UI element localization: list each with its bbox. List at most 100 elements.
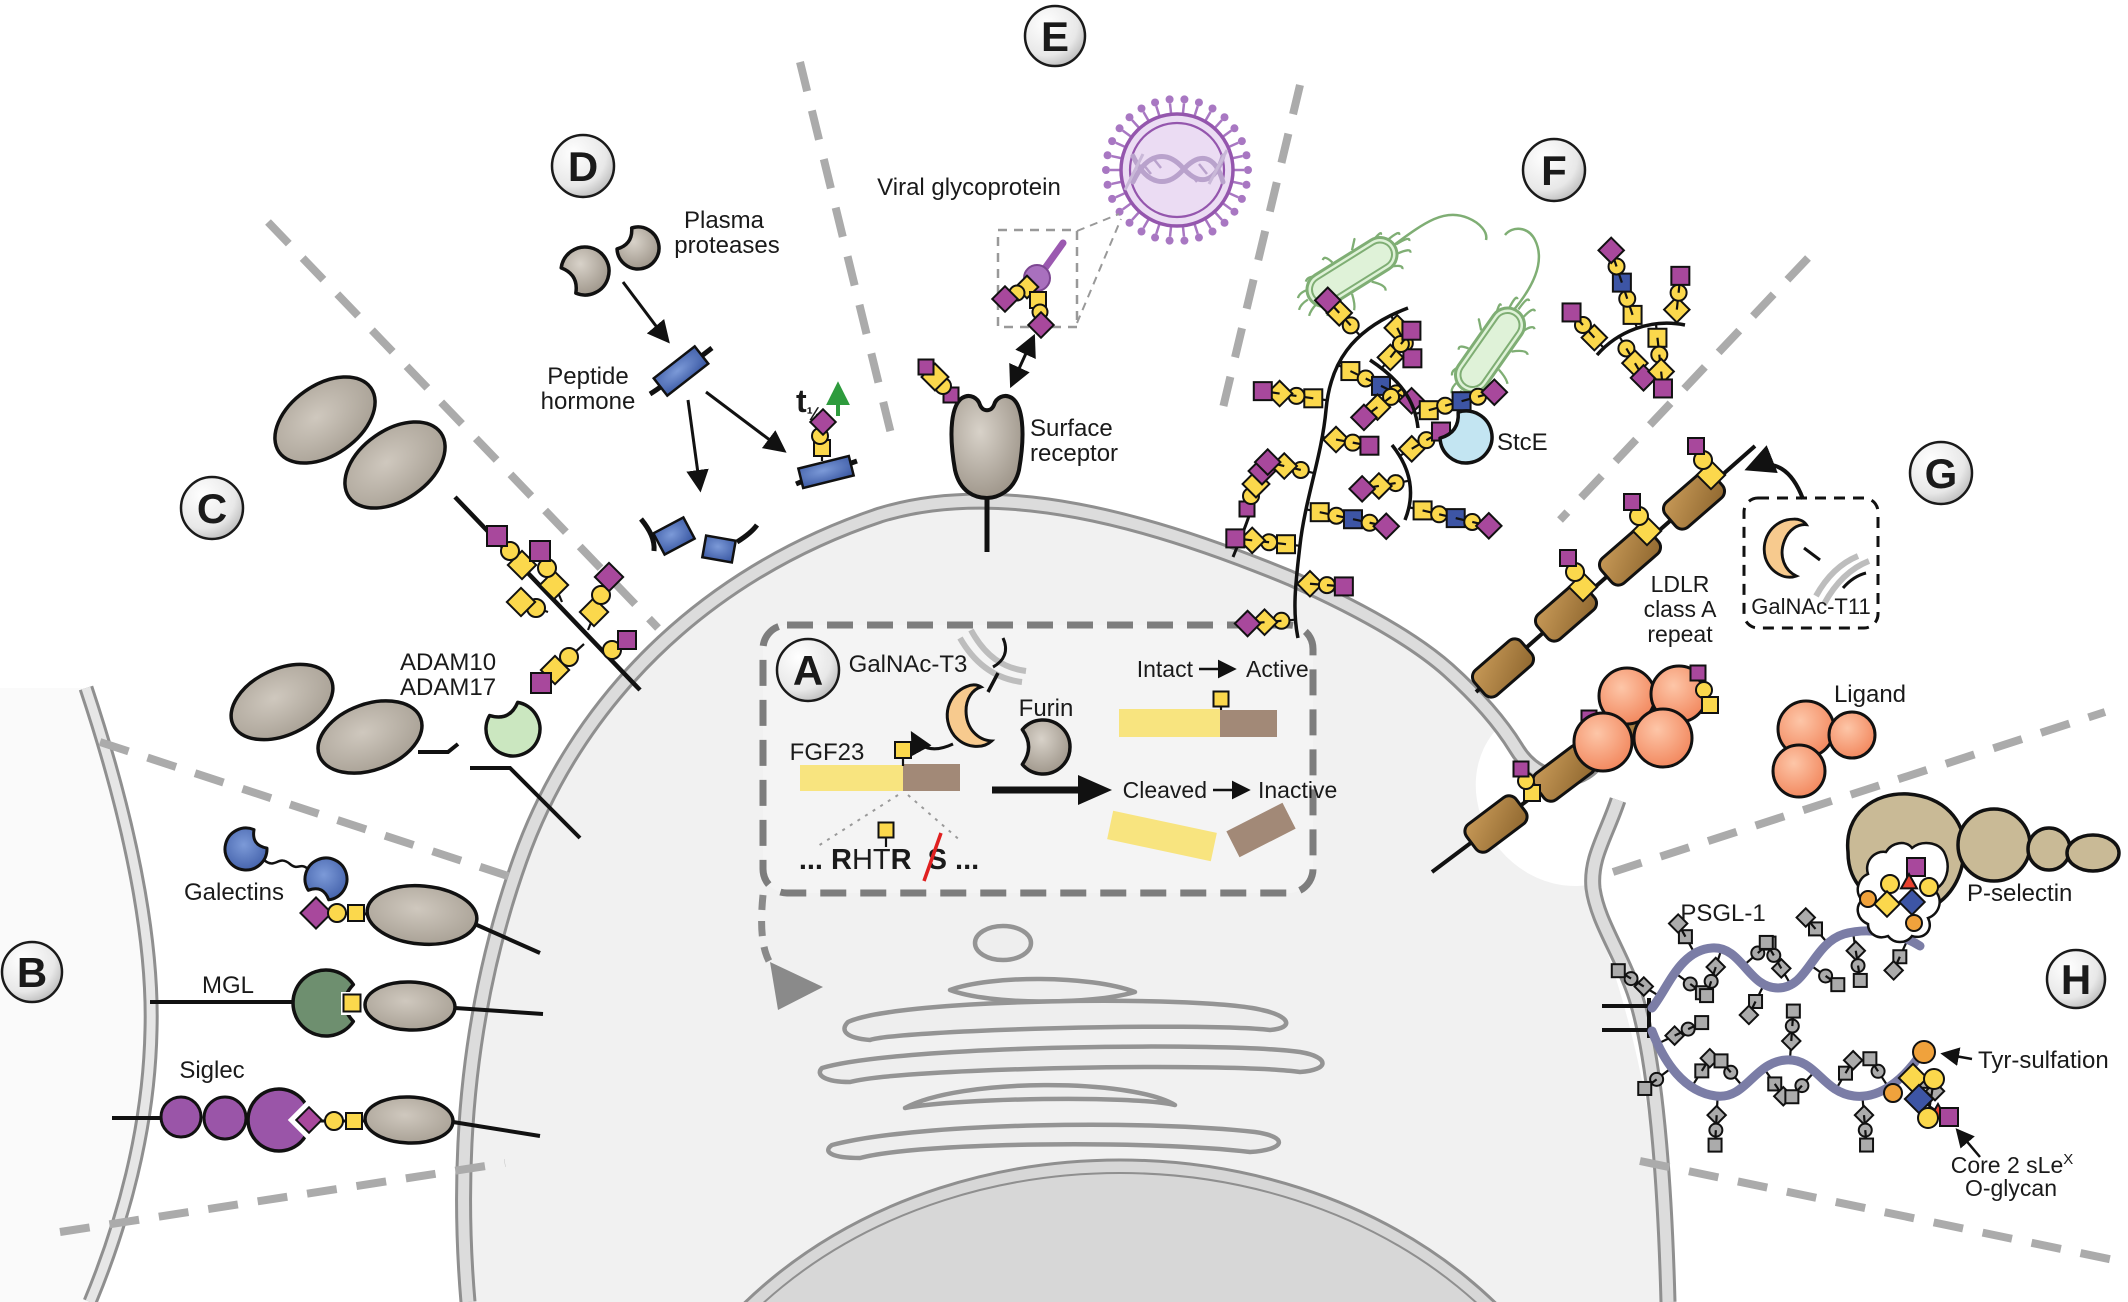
ligand-sphere	[1771, 743, 1827, 799]
glycan-q	[1852, 972, 1868, 988]
nucleus	[743, 1158, 1497, 1302]
glycan-d	[1897, 887, 1927, 917]
panel-c-molecules	[229, 375, 642, 840]
intact-bar-brown	[1220, 710, 1277, 737]
glycan-d	[808, 407, 838, 437]
glycan-d	[1883, 959, 1905, 982]
panel-b-letter: B	[17, 949, 47, 996]
ldlr-label-2: class A	[1644, 596, 1718, 622]
glycan-q	[345, 1112, 363, 1130]
p-selectin	[1845, 792, 2121, 944]
reaction-arrowhead	[1078, 775, 1112, 805]
glycan-q	[1939, 1107, 1959, 1127]
surface-receptor	[949, 394, 1025, 501]
panel-c-letter: C	[197, 485, 227, 532]
mucin-backbone	[1369, 358, 1420, 429]
glycan-c	[1923, 1068, 1945, 1090]
glycan-q	[1862, 1051, 1878, 1067]
adam10-label: ADAM10	[400, 649, 496, 676]
glycan-d	[1313, 286, 1342, 315]
panel-h-molecules	[1602, 792, 2121, 1153]
cleaved-bar-brown	[1226, 802, 1296, 858]
glycan-d	[1347, 474, 1377, 504]
golgi-apparatus	[817, 923, 1325, 1161]
glycan-q	[1701, 696, 1719, 714]
glycan-q	[1694, 1015, 1710, 1031]
panel-h: H PSGL-1 P-selectin Tyr-sulfation Core 2…	[1602, 792, 2121, 1201]
glycan-c	[1695, 681, 1713, 699]
fgf23-galnac	[877, 690, 1230, 847]
glycan-c	[1905, 914, 1923, 932]
panel-b-badge: B	[0, 940, 64, 1004]
glycan-d	[1372, 512, 1401, 541]
glycan-d	[1842, 1049, 1864, 1071]
connector	[452, 1120, 541, 1138]
glycan-q	[1342, 509, 1363, 530]
glycan-q	[1652, 378, 1673, 399]
glycan-q	[529, 540, 551, 562]
glycan-q	[1333, 576, 1354, 597]
intact-bar-yellow	[1119, 709, 1220, 737]
furin-icon	[1020, 718, 1072, 776]
protein-domain	[343, 420, 447, 510]
protein-domain	[316, 699, 424, 775]
panel-h-badge: H	[2045, 948, 2107, 1010]
panel-c-badge: C	[179, 475, 245, 541]
glycan-q	[1906, 857, 1926, 877]
glycan-q	[894, 741, 912, 759]
glycan-q	[486, 525, 508, 547]
glycan-c	[1859, 890, 1877, 908]
adam17-label: ADAM17	[400, 674, 496, 701]
protein-domain	[363, 980, 457, 1032]
galnac-t11-label: GalNAc-T11	[1751, 594, 1870, 619]
siglec-label: Siglec	[179, 1057, 244, 1084]
protein-blob	[615, 225, 661, 271]
plasma-proteases-label-2: proteases	[674, 232, 779, 259]
glycan-c	[1912, 1040, 1936, 1064]
fgf23-n-fragment	[800, 765, 903, 791]
glycan-q	[1687, 437, 1705, 455]
furin-label: Furin	[1019, 695, 1074, 722]
protein-blob	[223, 826, 269, 872]
glycan-d	[1738, 1004, 1760, 1026]
surface-receptor-label-1: Surface	[1030, 415, 1113, 442]
protein-domain	[229, 662, 335, 742]
glycan-c	[327, 903, 347, 923]
fgf23-c-fragment	[903, 764, 960, 791]
galnac-t11-enzyme-icon	[1762, 517, 1871, 606]
galectins-label: Galectins	[184, 879, 284, 906]
glycan-q	[1623, 493, 1641, 511]
glycan-d	[294, 1105, 324, 1135]
sequence-zoom-lines	[817, 794, 963, 847]
glycan-q	[877, 821, 895, 839]
glycan-c	[559, 647, 579, 667]
cleaved-bar-yellow	[1107, 810, 1217, 862]
inactive-label: Inactive	[1258, 777, 1337, 803]
core2-label-1: Core 2 sLeX	[1951, 1151, 2074, 1178]
glycan-d	[1233, 609, 1262, 638]
glycan-d	[299, 896, 333, 930]
panel-f-letter: F	[1541, 147, 1567, 194]
pselectin-label: P-selectin	[1967, 880, 2072, 907]
glycan-d	[505, 586, 537, 618]
panel-g-badge: G	[1908, 440, 1974, 506]
panel-g-molecules	[1430, 437, 1877, 874]
ldlr-label-3: repeat	[1647, 621, 1713, 647]
glycan-q	[1859, 1137, 1875, 1153]
panel-a-badge: A	[775, 637, 841, 703]
viral-glycoprotein-label: Viral glycoprotein	[877, 174, 1061, 201]
panel-b: B Galectins MGL Siglec	[0, 826, 544, 1153]
protein-blob	[559, 245, 611, 297]
glycan-d	[1026, 310, 1056, 340]
ldlr-label-1: LDLR	[1651, 571, 1710, 597]
mucin-backbone	[1595, 321, 1686, 357]
glycan-q	[530, 672, 552, 694]
glycan-q	[1670, 265, 1691, 286]
core2-label-2: O-glycan	[1965, 1175, 2057, 1201]
ligand-sphere	[1632, 707, 1694, 769]
mucin-backbone	[1390, 443, 1413, 521]
glycan-q	[1713, 1053, 1729, 1069]
glycan-t	[1899, 871, 1919, 890]
psgl1-label: PSGL-1	[1680, 900, 1765, 927]
